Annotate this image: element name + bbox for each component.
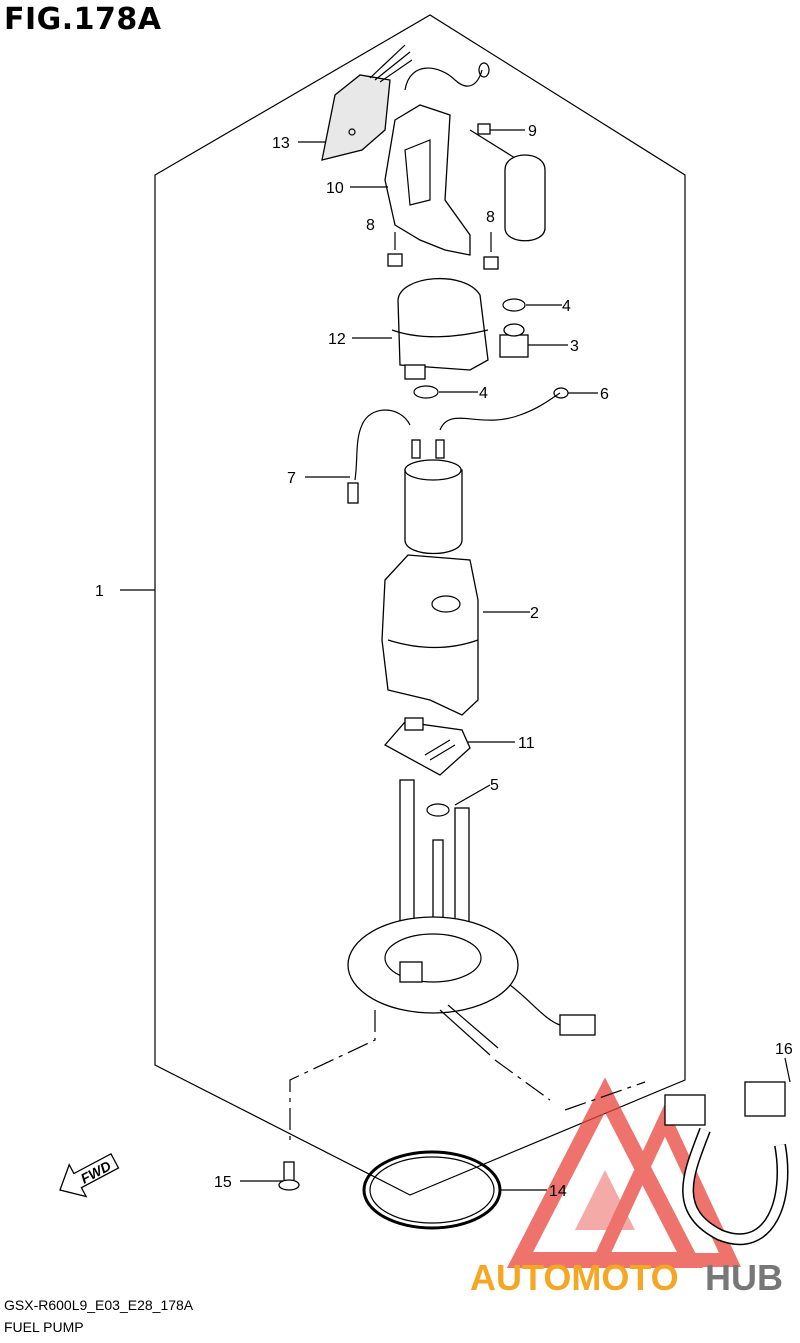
part-14-gasket [362,1150,502,1230]
model-code: GSX-R600L9_E03_E28_178A [4,1297,194,1313]
leader-dash-1 [289,1010,376,1140]
part-11-filter [383,717,471,776]
assembly-boundary [154,14,686,1196]
part-8-bolt-left [387,232,403,267]
callout-11: 11 [518,735,535,752]
callout-1: 1 [95,583,104,600]
callout-2: 2 [530,605,539,622]
figure-name: FUEL PUMP [4,1319,84,1335]
callout-8-left: 8 [366,217,375,234]
callout-15: 15 [214,1174,232,1191]
leader-dash-2 [494,1059,551,1101]
figure-title: FIG.178A [4,2,162,37]
callout-4-lower: 4 [479,385,488,402]
watermark-text-orange: AUTOMOTO [470,1257,679,1298]
callout-9: 9 [528,123,537,140]
part-pump-base-flange [347,779,519,1014]
part-7-wire [354,409,411,481]
watermark-logo [506,1077,741,1268]
watermark-text-grey: HUB [705,1257,783,1298]
callout-8-right: 8 [486,209,495,226]
part-9-level-float [469,123,546,242]
leader-dash-3 [564,1081,646,1111]
part-4-oring-upper [502,298,526,312]
callout-6: 6 [600,386,609,403]
part-6-wire [439,392,561,431]
callout-3: 3 [570,338,579,355]
callout-leaders [120,129,791,1191]
callout-13: 13 [272,135,290,152]
callout-4-upper: 4 [562,298,571,315]
part-3-regulator [499,323,529,358]
callout-16: 16 [775,1041,793,1058]
callout-7: 7 [287,470,296,487]
part-10-bracket [384,104,471,256]
callout-5: 5 [490,777,499,794]
part-12-pump-cover [391,277,489,380]
callout-14: 14 [549,1183,567,1200]
part-4-oring-lower [413,385,439,399]
part-16-fuel-hose [664,1081,789,1246]
wire-harness-upper [404,67,483,91]
part-5-oring [426,803,450,817]
part-8-bolt-right [483,232,499,270]
flange-outlet-hose [439,1004,499,1056]
part-15-screw [278,1161,300,1191]
flange-wire-connector [509,984,561,1026]
part-fuel-pump-motor [404,439,463,555]
callout-12: 12 [328,331,346,348]
part-13-cover [321,44,413,161]
callout-10: 10 [326,180,344,197]
part-2-pump-holder [381,554,479,716]
fwd-direction-arrow: FWD [59,1152,120,1198]
